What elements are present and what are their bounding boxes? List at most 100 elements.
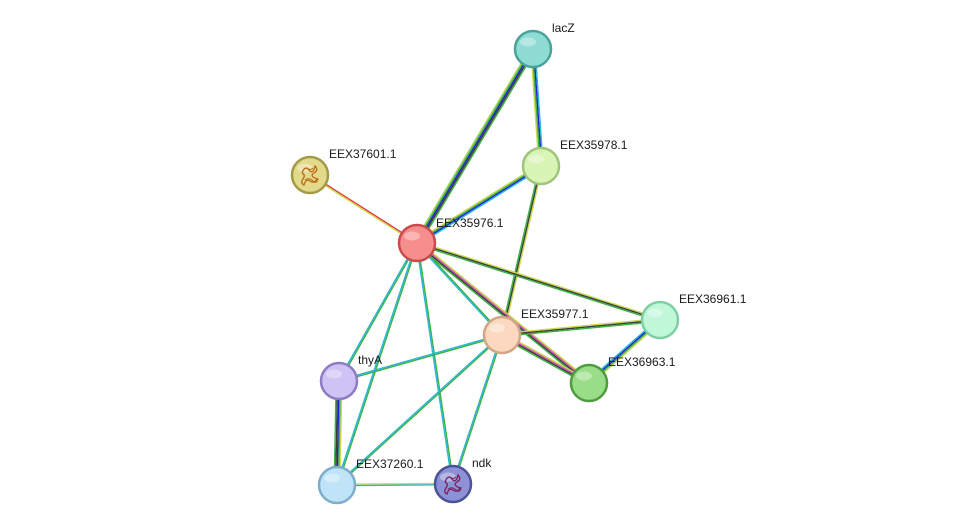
node-eex36961-1[interactable] bbox=[640, 300, 680, 340]
edge-evidence-line bbox=[339, 242, 419, 382]
node-highlight bbox=[520, 37, 536, 47]
edge-evidence-line bbox=[417, 242, 455, 484]
edge-evidence-line bbox=[336, 333, 502, 486]
edge-evidence-line bbox=[502, 320, 661, 338]
edge-evidence-line bbox=[415, 163, 541, 242]
edge-eex35976-1-lacz[interactable] bbox=[413, 47, 537, 245]
edge-eex35976-1-eex36961-1[interactable] bbox=[416, 240, 661, 323]
node-highlight bbox=[324, 473, 340, 483]
labels-layer: lacZ EEX35978.1EEX37601.1EEX35976.1EEX369… bbox=[329, 21, 747, 471]
edge-evidence-line bbox=[416, 166, 542, 245]
edge-evidence-line bbox=[501, 317, 660, 335]
node-highlight bbox=[404, 231, 420, 241]
edge-evidence-line bbox=[501, 165, 542, 336]
edge-eex35977-1-thya[interactable] bbox=[338, 333, 503, 383]
edge-eex35977-1-eex36961-1[interactable] bbox=[501, 317, 661, 338]
node-highlight bbox=[489, 323, 505, 333]
edge-evidence-line bbox=[416, 242, 661, 321]
edge-evidence-line bbox=[501, 319, 661, 336]
protein-structure-icon bbox=[444, 473, 462, 495]
edge-eex35976-1-eex35978-1[interactable] bbox=[415, 163, 543, 246]
edge-evidence-line bbox=[415, 244, 589, 386]
node-highlight bbox=[528, 154, 544, 164]
edge-evidence-line bbox=[338, 333, 502, 382]
node-label-ndk: ndk bbox=[472, 456, 492, 470]
edge-eex35976-1-eex37260-1[interactable] bbox=[335, 242, 419, 486]
edge-evidence-line bbox=[339, 334, 503, 383]
edge-evidence-line bbox=[336, 243, 419, 486]
edge-evidence-line bbox=[415, 242, 502, 336]
edge-eex35977-1-ndk[interactable] bbox=[451, 334, 504, 485]
node-highlight bbox=[647, 308, 663, 318]
edge-evidence-line bbox=[532, 48, 543, 167]
edge-eex35976-1-ndk[interactable] bbox=[415, 242, 455, 485]
node-circle bbox=[290, 155, 330, 195]
edge-evidence-line bbox=[451, 334, 502, 484]
node-circle bbox=[433, 464, 473, 504]
edge-eex37601-1-eex35976-1[interactable] bbox=[309, 173, 418, 245]
node-circle bbox=[482, 315, 522, 355]
edge-evidence-line bbox=[415, 243, 453, 485]
edge-evidence-line bbox=[418, 50, 537, 245]
edge-evidence-line bbox=[502, 166, 544, 336]
edge-evidence-line bbox=[499, 165, 541, 335]
node-eex35977-1[interactable] bbox=[482, 315, 522, 355]
edge-evidence-line bbox=[416, 242, 589, 385]
node-circle bbox=[317, 465, 357, 505]
node-eex37601-1[interactable] bbox=[290, 155, 330, 195]
node-eex37260-1[interactable] bbox=[317, 465, 357, 505]
edge-evidence-line bbox=[417, 240, 661, 320]
node-label-eex37601-1: EEX37601.1 bbox=[329, 147, 397, 161]
edge-eex35976-1-eex36963-1[interactable] bbox=[415, 240, 591, 386]
edge-evidence-line bbox=[337, 484, 454, 487]
node-circle bbox=[319, 361, 359, 401]
edge-evidence-line bbox=[417, 240, 591, 382]
edge-evidence-line bbox=[310, 173, 418, 244]
node-label-eex37260-1: EEX37260.1 bbox=[356, 457, 424, 471]
node-circle bbox=[397, 223, 437, 263]
node-circle bbox=[640, 300, 680, 340]
node-eex35976-1[interactable] bbox=[397, 223, 437, 263]
node-highlight bbox=[326, 369, 342, 379]
nodes-layer bbox=[290, 29, 680, 505]
edge-evidence-line bbox=[530, 49, 540, 167]
edge-evidence-line bbox=[534, 48, 544, 166]
node-highlight bbox=[576, 371, 592, 381]
edge-eex37260-1-ndk[interactable] bbox=[336, 482, 454, 487]
node-ndk[interactable] bbox=[433, 464, 473, 504]
edge-evidence-line bbox=[309, 174, 417, 245]
node-label-eex35977-1: EEX35977.1 bbox=[521, 307, 589, 321]
node-thya[interactable] bbox=[319, 361, 359, 401]
edge-evidence-line bbox=[531, 49, 542, 167]
edges-layer bbox=[309, 47, 662, 487]
node-eex35978-1[interactable] bbox=[521, 146, 561, 186]
node-circle bbox=[569, 363, 609, 403]
edge-evidence-line bbox=[453, 335, 504, 485]
edge-evidence-line bbox=[417, 49, 535, 245]
node-circle bbox=[513, 29, 553, 69]
node-label-eex35978-1: EEX35978.1 bbox=[560, 138, 628, 152]
edge-eex35978-1-lacz[interactable] bbox=[530, 48, 544, 167]
edge-evidence-line bbox=[335, 242, 418, 486]
edge-evidence-line bbox=[336, 334, 503, 487]
edge-evidence-line bbox=[413, 47, 532, 242]
node-label-thya: thyA bbox=[358, 353, 382, 367]
edge-eex35976-1-thya[interactable] bbox=[337, 242, 419, 382]
edge-evidence-line bbox=[416, 48, 534, 244]
edge-eex35978-1-eex35977-1[interactable] bbox=[499, 165, 544, 336]
edge-evidence-line bbox=[416, 243, 660, 323]
edge-evidence-line bbox=[337, 242, 417, 381]
edge-evidence-line bbox=[416, 164, 542, 243]
edge-evidence-line bbox=[417, 241, 590, 383]
edge-evidence-line bbox=[415, 47, 533, 243]
node-label-eex36963-1: EEX36963.1 bbox=[608, 355, 676, 369]
protein-structure-icon bbox=[301, 164, 319, 186]
node-circle bbox=[521, 146, 561, 186]
node-lacz[interactable] bbox=[513, 29, 553, 69]
edge-eex35977-1-eex37260-1[interactable] bbox=[336, 333, 503, 487]
node-label-eex35976-1: EEX35976.1 bbox=[436, 216, 504, 230]
node-label-lacz: lacZ bbox=[552, 21, 575, 35]
node-eex36963-1[interactable] bbox=[569, 363, 609, 403]
edge-evidence-line bbox=[336, 482, 453, 485]
